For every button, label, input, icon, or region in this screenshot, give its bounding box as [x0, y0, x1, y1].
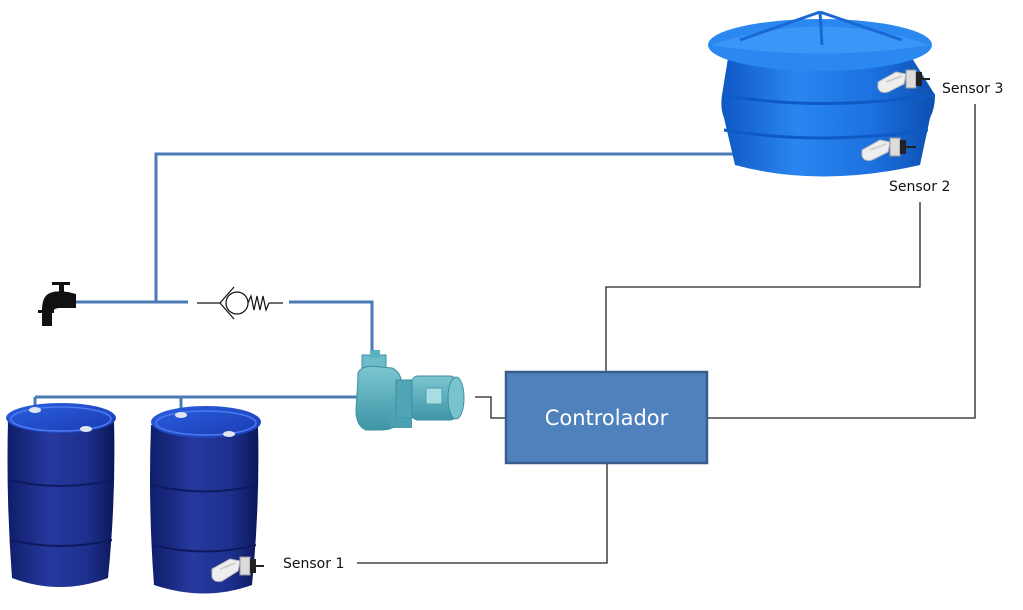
sensor-1-label: Sensor 1 [283, 556, 344, 572]
signal-wires [357, 104, 976, 564]
wire-sensor-2 [605, 202, 921, 372]
sensor-1-float-icon [211, 556, 264, 582]
sensor-2-float-icon [861, 137, 916, 161]
controller-label: Controlador [545, 406, 669, 430]
check-valve-icon [197, 286, 283, 320]
barrel-1 [6, 403, 116, 587]
water-pump-icon [355, 350, 465, 431]
pipe-tank-to-faucet [154, 152, 733, 302]
wire-sensor-3 [707, 104, 976, 419]
wire-sensor-1 [357, 464, 608, 564]
pipes [33, 152, 733, 410]
sensor-2-label: Sensor 2 [889, 179, 950, 195]
sensor-3-label: Sensor 3 [942, 81, 1003, 97]
barrel-2 [150, 406, 261, 594]
pipe-valve-to-pump [289, 300, 374, 362]
faucet-icon [38, 282, 76, 326]
wire-pump [475, 396, 506, 419]
sensor-3-float-icon [877, 69, 930, 93]
controller-box: Controlador [504, 370, 709, 465]
